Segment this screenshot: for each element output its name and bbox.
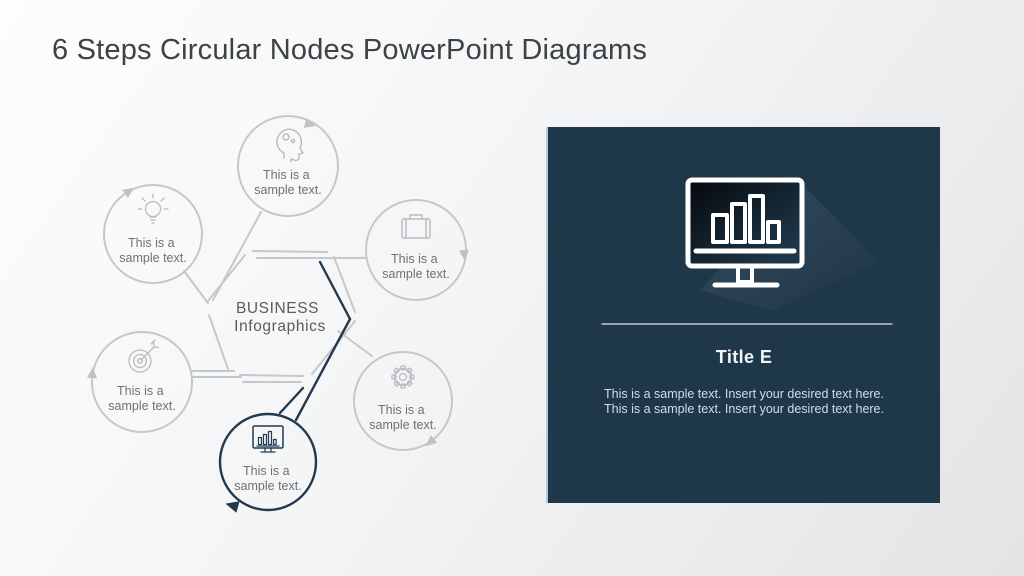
monitor-chart-icon [252,425,284,453]
flow-arrow [425,435,438,447]
svg-text:This is a sample text.: This is a sample text. [382,252,449,281]
flow-arrow [122,187,135,199]
panel-title: Title E [715,347,773,367]
node-settings[interactable]: This is a sample text. [353,351,453,451]
target-icon [128,339,160,373]
svg-text:This is a sample text.: This is a sample text. [369,403,436,432]
flow-arrow [225,501,240,513]
briefcase-icon [401,214,431,239]
svg-text:This is a sample text.: This is a sample text. [119,236,186,265]
panel-graphics [601,177,893,325]
node-analytics[interactable]: This is a sample text. [218,412,318,513]
head-mind-icon [276,128,304,163]
gear-icon [391,365,415,389]
flow-arrow [459,249,469,261]
detail-panel[interactable]: Title E This is a sample text. Insert yo… [546,127,940,503]
panel-body: This is a sample text. Insert your desir… [604,387,884,416]
svg-text:This is a sample text.: This is a sample text. [234,464,301,493]
node-target[interactable]: This is a sample text. [87,331,193,433]
monitor-bar-chart-icon [685,177,805,288]
node-mind[interactable]: This is a sample text. [237,115,339,217]
node-business[interactable]: This is a sample text. [365,199,470,301]
connector-lines [183,211,373,378]
flow-arrow [303,118,316,128]
node-idea[interactable]: This is a sample text. [103,184,203,284]
svg-text:This is a sample text.: This is a sample text. [108,384,175,413]
flow-arrow [87,367,97,379]
center-text[interactable]: BUSINESS Infographics [234,300,326,335]
highlight-connector [278,260,352,422]
lightbulb-icon [137,193,169,224]
svg-text:This is a sample text.: This is a sample text. [254,168,321,197]
slide-title: 6 Steps Circular Nodes PowerPoint Diagra… [52,34,648,66]
